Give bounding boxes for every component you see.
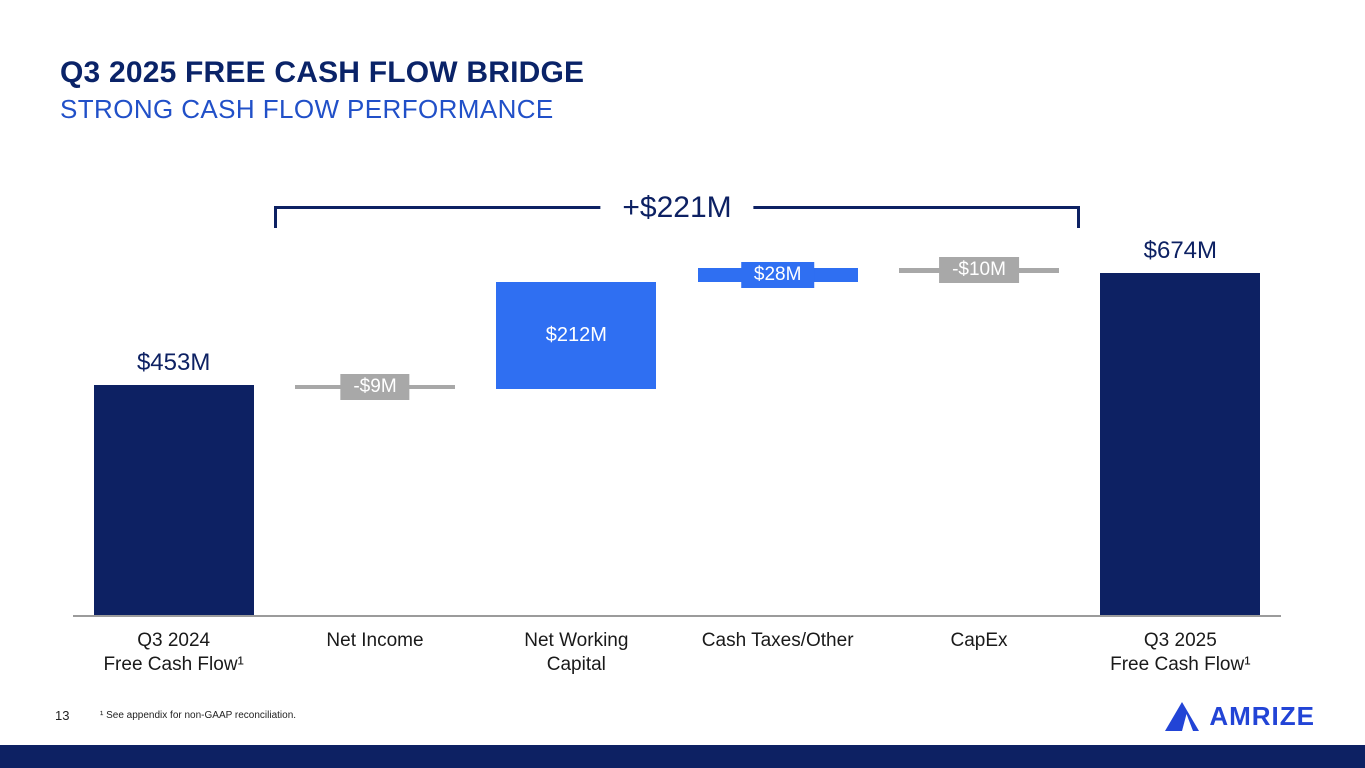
- axis-label-net-working-capital: Net Working Capital: [524, 630, 629, 675]
- axis-label-cash-taxes-other: Cash Taxes/Other: [701, 630, 854, 651]
- x-axis-line: [73, 615, 1281, 617]
- bridge-total-label: +$221M: [600, 191, 754, 225]
- waterfall-bar-q3-2024-free-cash-flow: [93, 384, 254, 615]
- footnote: ¹ See appendix for non-GAAP reconciliati…: [100, 710, 297, 721]
- bar-value-label-q3-2024-free-cash-flow: $453M: [136, 348, 211, 376]
- page-number: 13: [55, 708, 70, 723]
- amrize-logo: AMRIZE: [1164, 701, 1315, 732]
- bar-value-label-net-working-capital: $212M: [545, 324, 607, 347]
- bar-value-label-capex: -$10M: [939, 257, 1019, 284]
- axis-label-q3-2025-free-cash-flow: Q3 2025 Free Cash Flow¹: [1110, 630, 1251, 675]
- slide-subtitle: STRONG CASH FLOW PERFORMANCE: [60, 93, 554, 124]
- slide-header: Q3 2025 FREE CASH FLOW BRIDGE STRONG CAS…: [60, 56, 584, 125]
- axis-label-q3-2024-free-cash-flow: Q3 2024 Free Cash Flow¹: [103, 630, 244, 675]
- bar-value-label-q3-2025-free-cash-flow: $674M: [1143, 236, 1218, 264]
- bridge-bracket-right-tick: [1076, 206, 1080, 228]
- waterfall-bar-q3-2025-free-cash-flow: [1100, 272, 1261, 615]
- axis-label-capex: CapEx: [950, 630, 1008, 651]
- waterfall-bar-net-working-capital: [496, 281, 657, 390]
- bar-value-label-cash-taxes-other: $28M: [740, 261, 815, 288]
- bottom-accent-bar: [0, 745, 1365, 768]
- slide-title: Q3 2025 FREE CASH FLOW BRIDGE: [60, 56, 585, 89]
- axis-label-net-income: Net Income: [326, 630, 424, 651]
- bridge-bracket-left-tick: [274, 206, 278, 228]
- bar-value-label-net-income: -$9M: [340, 374, 410, 401]
- amrize-logo-text: AMRIZE: [1209, 701, 1315, 731]
- amrize-logo-icon: [1165, 702, 1200, 731]
